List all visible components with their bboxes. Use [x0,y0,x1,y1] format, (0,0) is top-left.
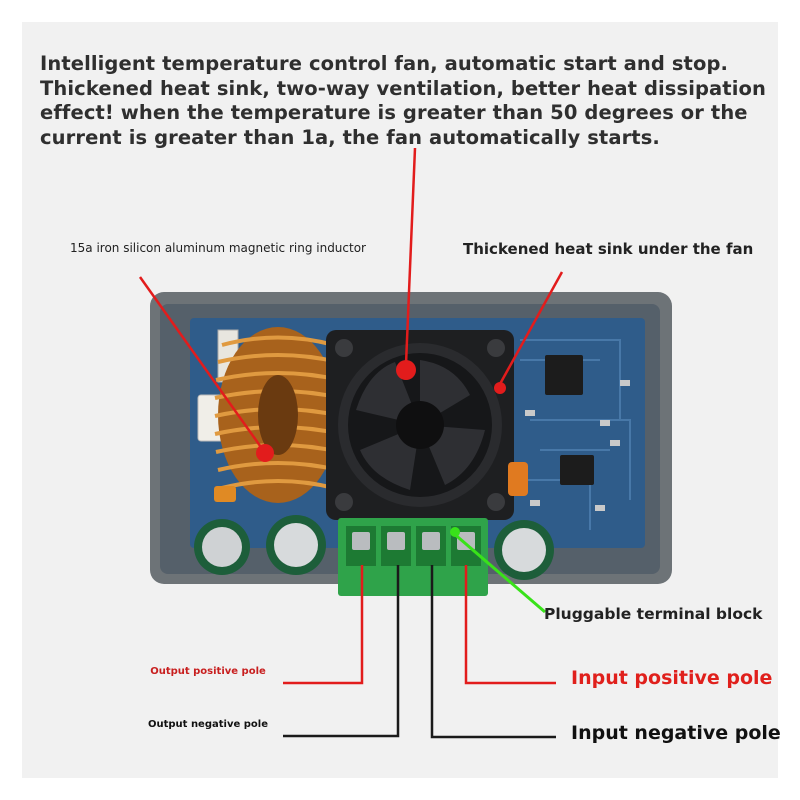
headline-line-2: Thickened heat sink, two-way ventilation… [40,76,766,100]
ceramic-capacitor [508,462,528,496]
ic-chip-lower [560,455,594,485]
smd-parts [525,380,630,511]
heat-sink-label: Thickened heat sink under the fan [463,240,754,258]
ic-chip-upper [545,355,583,395]
terminal-block-label: Pluggable terminal block [544,605,763,623]
small-capacitor-left [214,486,236,502]
terminal-block [338,518,488,596]
pointer-lines [138,147,564,739]
fan-marker-dot [396,360,416,380]
output-negative-label: Output negative pole [148,719,268,730]
headline-line-4: current is greater than 1a, the fan auto… [40,125,660,149]
heatsink-marker-dot [494,382,506,394]
headline-line-3: effect! when the temperature is greater … [40,101,748,124]
toroid-inductor [214,327,342,503]
electrolytic-capacitor-3 [494,520,554,580]
input-positive-label: Input positive pole [571,667,773,689]
headline: Intelligent temperature control fan, aut… [40,52,770,150]
headline-line-1: Intelligent temperature control fan, aut… [40,52,729,75]
inductor-label: 15a iron silicon aluminum magnetic ring … [70,241,366,255]
electrolytic-capacitor-2 [266,515,326,575]
terminal-marker-dot [450,527,460,537]
electrolytic-capacitor-1 [194,519,250,575]
output-positive-label: Output positive pole [150,666,266,677]
cooling-fan [326,330,514,520]
inductor-marker-dot [256,444,274,462]
input-negative-label: Input negative pole [571,722,781,744]
